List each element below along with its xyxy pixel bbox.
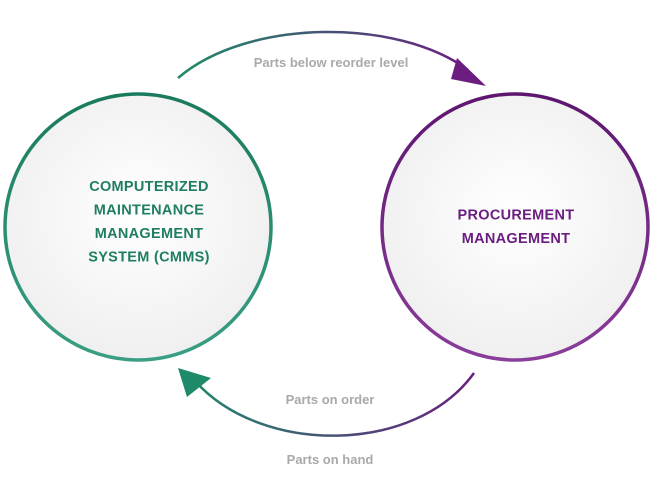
bottom-flow-arrow <box>178 368 476 437</box>
top-arrowhead-icon <box>451 58 486 86</box>
label-line: MANAGEMENT <box>95 226 204 242</box>
label-line: COMPUTERIZED <box>89 179 209 195</box>
bottom-flow-label-order: Parts on order <box>286 392 375 407</box>
bottom-arrowhead-icon <box>178 368 211 397</box>
top-arc <box>177 30 469 79</box>
label-line: SYSTEM (CMMS) <box>88 249 210 265</box>
label-line: MAINTENANCE <box>94 202 204 218</box>
bottom-flow-label-hand: Parts on hand <box>287 452 374 467</box>
bottom-arc <box>195 372 476 437</box>
procurement-label: PROCUREMENT MANAGEMENT <box>458 207 575 247</box>
procurement-node: PROCUREMENT MANAGEMENT <box>380 92 650 362</box>
label-line: PROCUREMENT <box>458 207 575 223</box>
cmms-node: COMPUTERIZED MAINTENANCE MANAGEMENT SYSTEM … <box>3 92 273 362</box>
label-line: MANAGEMENT <box>462 231 571 247</box>
top-flow-label: Parts below reorder level <box>254 55 409 70</box>
cmms-circle <box>3 92 273 362</box>
top-flow-arrow <box>177 30 486 86</box>
procurement-circle <box>380 92 650 362</box>
cmms-label: COMPUTERIZED MAINTENANCE MANAGEMENT SYSTEM … <box>88 179 210 266</box>
